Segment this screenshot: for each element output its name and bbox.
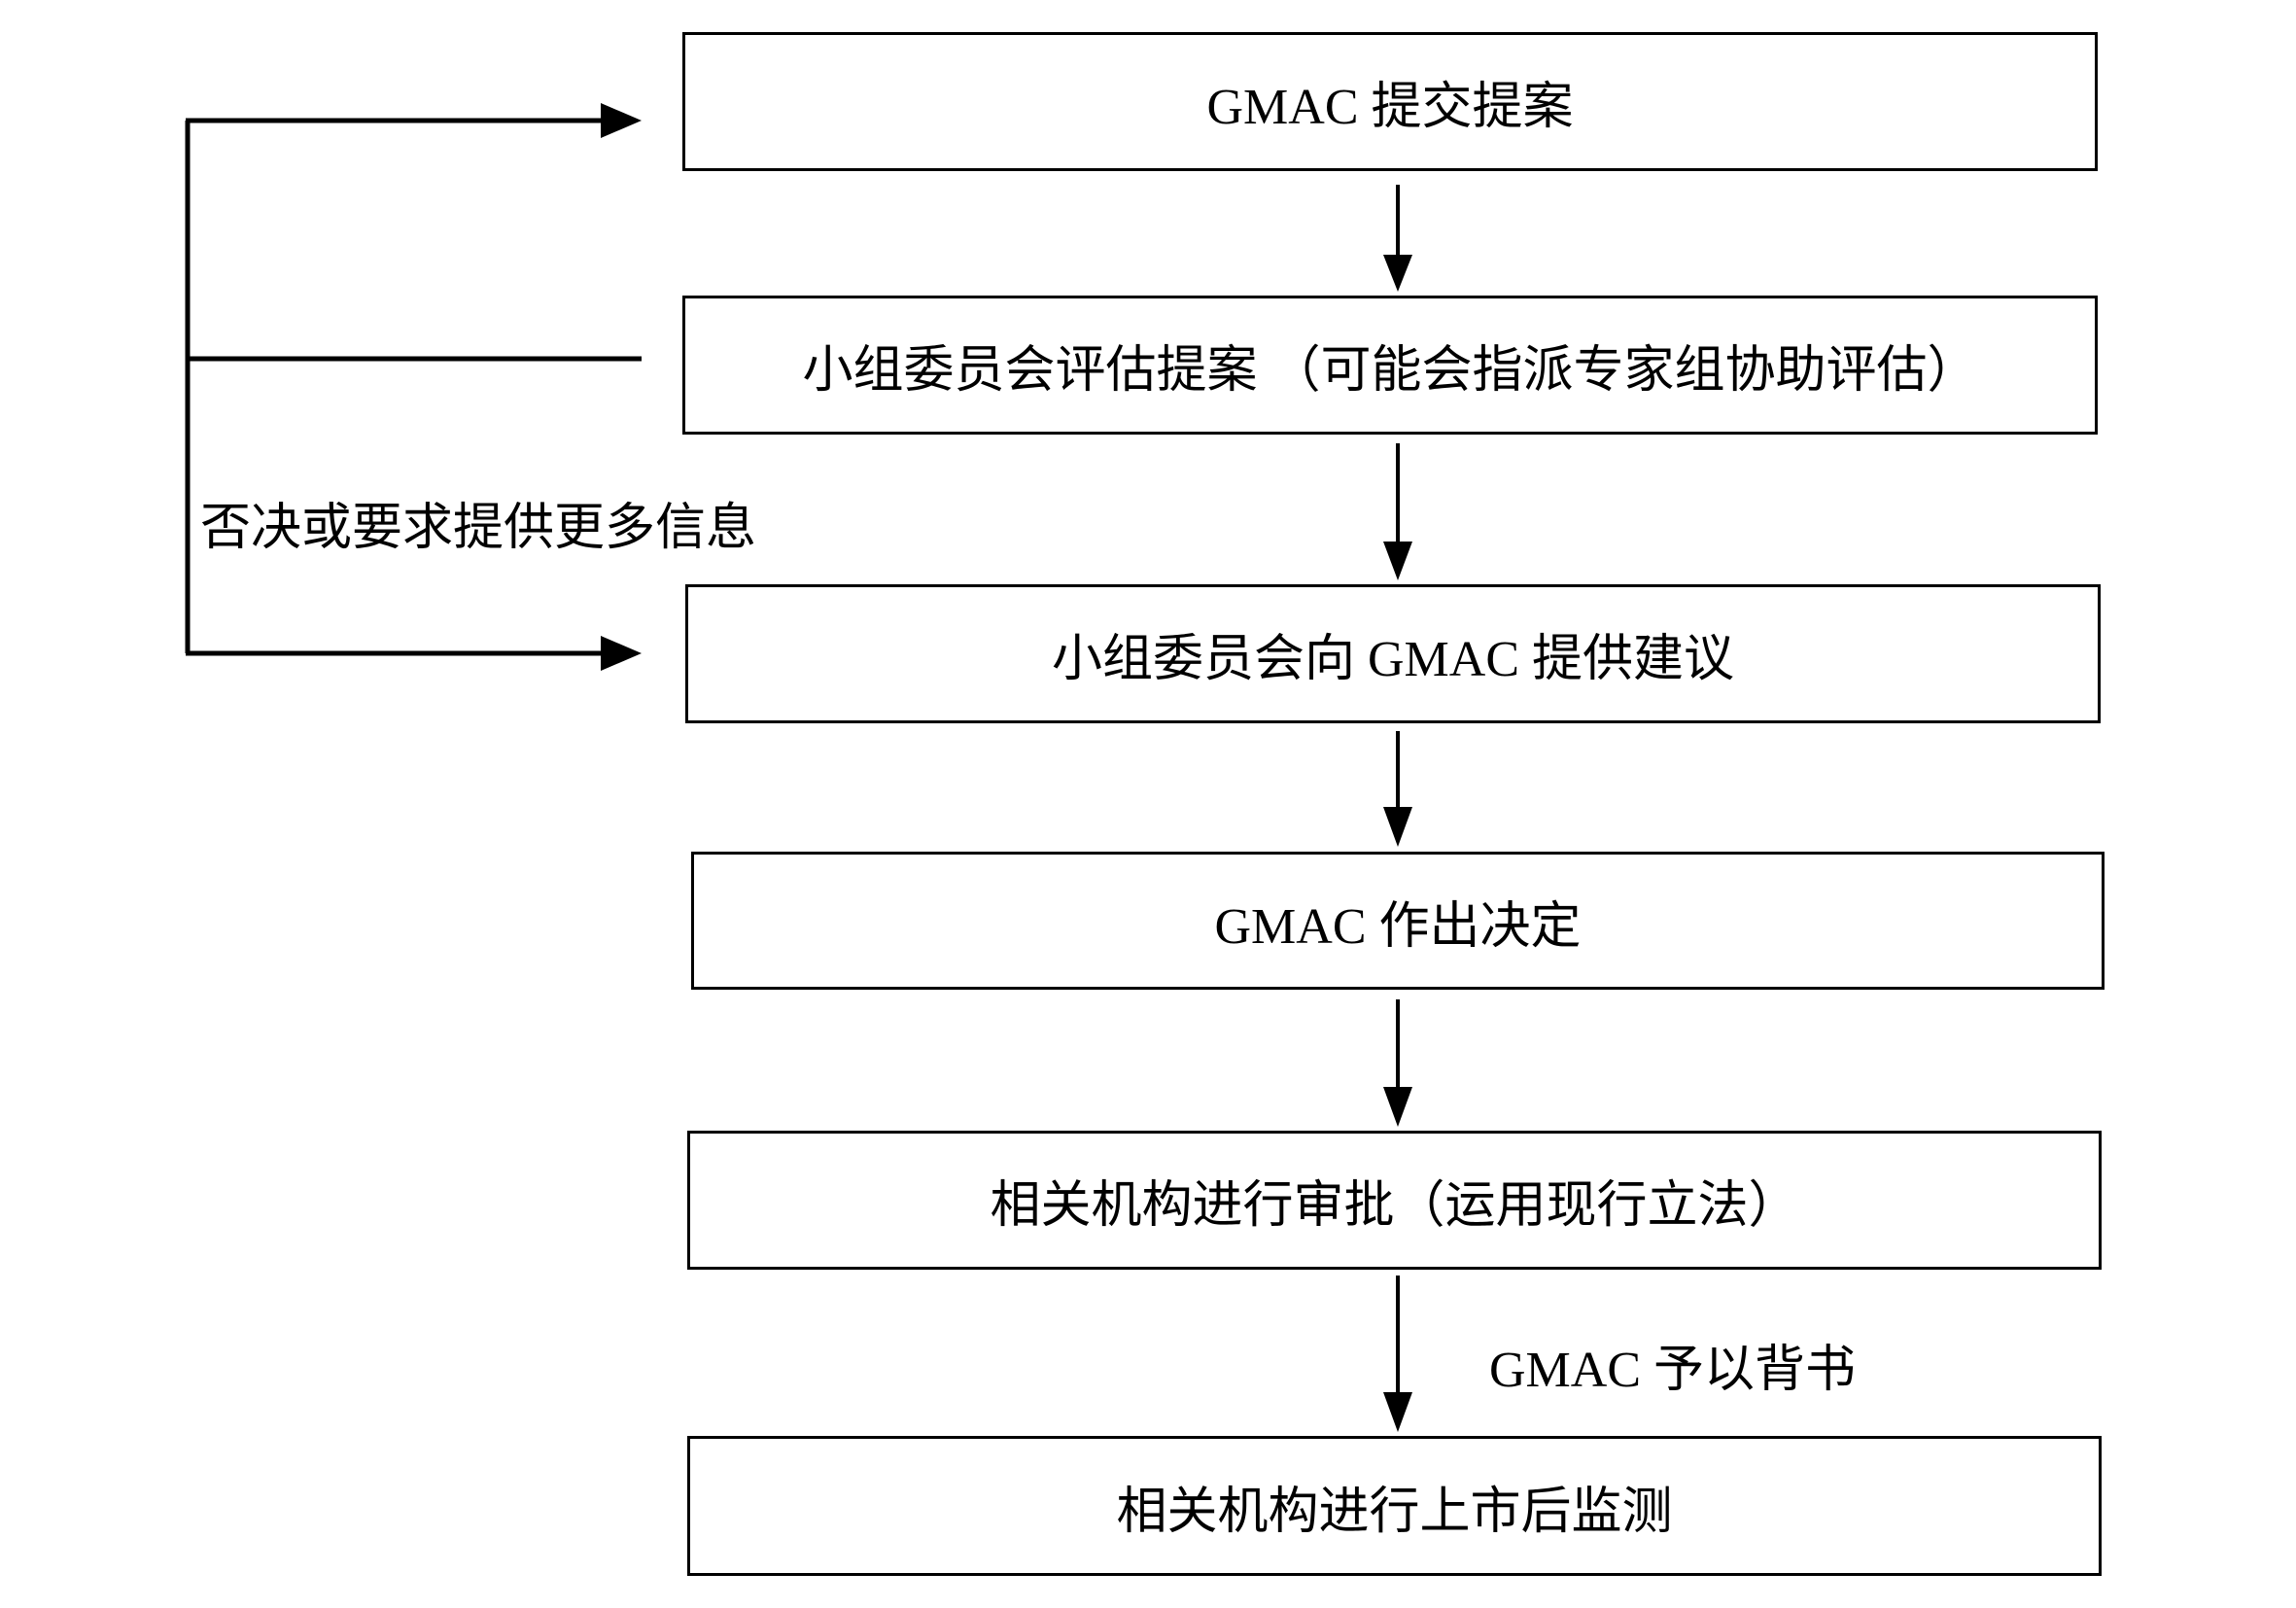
step-4-box: GMAC 作出决定: [691, 852, 2105, 990]
feedback-arrow-to-step1: [186, 103, 642, 138]
endorse-label: GMAC 予以背书: [1489, 1343, 1857, 1398]
step-6-box: 相关机构进行上市后监测: [687, 1436, 2102, 1576]
feedback-arrow-to-step3: [186, 636, 642, 671]
arrow-step5-to-step6: [1383, 1276, 1412, 1432]
step-6-label: 相关机构进行上市后监测: [1116, 1484, 1673, 1540]
step-1-label: GMAC 提交提案: [1206, 80, 1574, 135]
step-1-box: GMAC 提交提案: [682, 32, 2098, 171]
feedback-label: 否决或要求提供更多信息: [200, 501, 757, 556]
arrow-step1-to-step2: [1383, 185, 1412, 292]
arrow-step3-to-step4: [1383, 731, 1412, 847]
step-3-box: 小组委员会向 GMAC 提供建议: [685, 584, 2101, 723]
arrow-step2-to-step3: [1383, 443, 1412, 580]
arrow-step4-to-step5: [1383, 999, 1412, 1127]
step-2-box: 小组委员会评估提案 （可能会指派专家组协助评估）: [682, 296, 2098, 435]
step-5-box: 相关机构进行审批（运用现行立法）: [687, 1131, 2102, 1270]
step-5-label: 相关机构进行审批（运用现行立法）: [990, 1178, 1799, 1234]
step-4-label: GMAC 作出决定: [1214, 898, 1582, 955]
step-2-label: 小组委员会评估提案 （可能会指派专家组协助评估）: [802, 343, 1978, 399]
step-3-label: 小组委员会向 GMAC 提供建议: [1051, 632, 1735, 687]
